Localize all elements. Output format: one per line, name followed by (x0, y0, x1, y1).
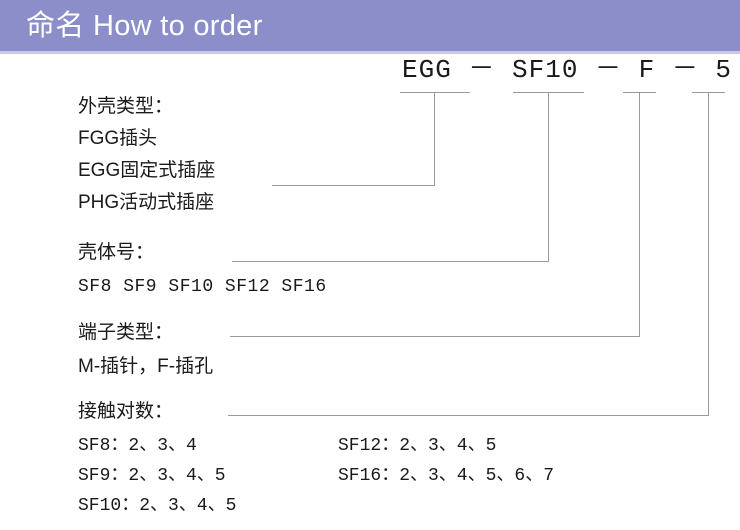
section-contact-count-left-row-3: SF10：2、3、4、5 (78, 496, 237, 516)
section-contact-count-heading: 接触对数： (78, 401, 174, 422)
leader-3-vertical (639, 92, 640, 336)
leader-1-vertical (434, 92, 435, 186)
leader-2-connector (232, 261, 549, 262)
leader-4-connector (228, 415, 709, 416)
section-contact-count-left-row-2: SF9：2、3、4、5 (78, 466, 226, 486)
page-title: 命名 How to order (26, 10, 263, 42)
section-contact-count-right-row-1: SF12：2、3、4、5 (338, 436, 497, 456)
leader-1-top-bar (400, 92, 470, 93)
section-contact-type-heading: 端子类型： (78, 322, 174, 343)
part-number-example: EGG － SF10 － F － 5 (402, 55, 733, 85)
section-contact-count-right-row-2: SF16：2、3、4、5、6、7 (338, 466, 555, 486)
header-underline-divider (0, 51, 740, 54)
section-shell-size-line-1: SF8 SF9 SF10 SF12 SF16 (78, 277, 327, 297)
leader-4-vertical (708, 92, 709, 415)
section-shell-type-line-2: EGG固定式插座 (78, 160, 216, 181)
leader-2-vertical (548, 92, 549, 262)
section-contact-count-left-row-1: SF8：2、3、4 (78, 436, 197, 456)
section-contact-type-line-1: M-插针，F-插孔 (78, 356, 214, 377)
leader-1-connector (272, 185, 435, 186)
leader-3-connector (230, 336, 640, 337)
section-shell-type-line-1: FGG插头 (78, 128, 158, 149)
header-band (0, 0, 740, 51)
section-shell-type-line-3: PHG活动式插座 (78, 192, 215, 213)
section-shell-type-heading: 外壳类型： (78, 96, 174, 117)
section-shell-size-heading: 壳体号： (78, 242, 155, 263)
